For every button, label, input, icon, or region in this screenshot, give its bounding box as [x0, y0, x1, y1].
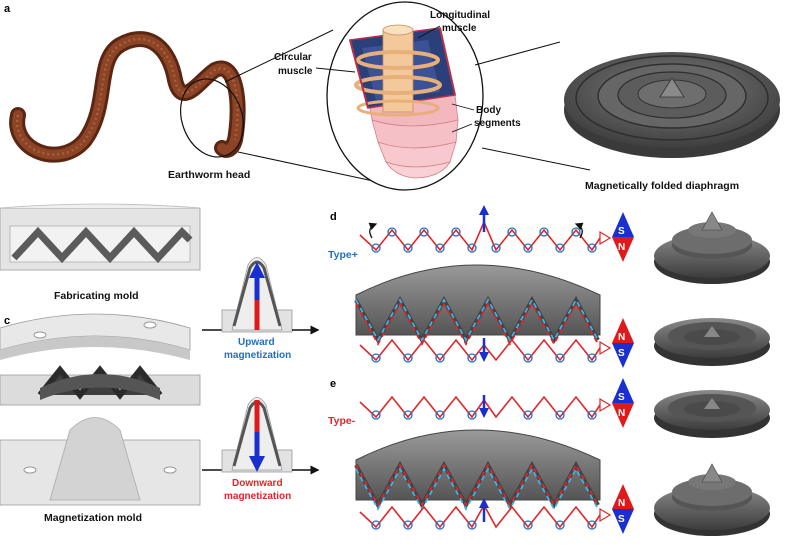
label-fabricating-mold: Fabricating mold: [54, 290, 139, 302]
diaphragm-state-raised-tall: [654, 211, 770, 284]
svg-text:S: S: [618, 392, 625, 403]
fabricating-mold-drawing: [0, 203, 201, 271]
svg-text:N: N: [618, 498, 625, 509]
zoom-line: [481, 147, 591, 171]
compass-needle-ns: N S: [612, 318, 634, 368]
panel-label-e: e: [330, 378, 336, 390]
label-downward: Downward: [232, 478, 283, 489]
panel-label-a: a: [4, 3, 11, 15]
pointer-line: [315, 67, 356, 73]
panel-label-c: c: [4, 315, 10, 327]
label-type-minus: Type-: [328, 415, 356, 427]
svg-text:N: N: [618, 332, 625, 343]
zigzag-profile-bottom-d: [359, 338, 612, 363]
label-body: Body: [476, 105, 501, 116]
magnetization-mold-drawing: [0, 313, 201, 506]
pointer-line: [451, 123, 473, 133]
diaphragm-state-raised-tall-2: [654, 463, 770, 536]
earthworm-photo: [9, 31, 246, 163]
label-body-2: segments: [474, 118, 521, 129]
muscle-illustration: [349, 24, 459, 179]
label-upward: Upward: [238, 337, 275, 348]
label-circular-2: muscle: [278, 66, 313, 77]
label-magnetization-mold: Magnetization mold: [44, 512, 142, 524]
zoom-line: [474, 41, 561, 66]
svg-text:S: S: [618, 226, 625, 237]
diaphragm-state-recessed-2: [654, 390, 770, 438]
label-longitudinal-2: muscle: [442, 23, 477, 34]
label-circular: Circular: [274, 52, 312, 63]
svg-text:N: N: [618, 408, 625, 419]
compass-needle-sn: S N: [612, 212, 634, 262]
zigzag-profile-bottom-e: [359, 498, 612, 530]
folded-bowl-e: [354, 429, 601, 511]
downward-magnetization-schematic: [202, 397, 320, 475]
zoom-line: [237, 151, 379, 183]
diaphragm-state-recessed: [654, 318, 770, 366]
zoom-line: [224, 29, 334, 83]
compass-needle-ns: N S: [612, 484, 634, 534]
folded-bowl-d: [354, 264, 601, 346]
head-highlight-ellipse: [180, 78, 244, 158]
svg-text:N: N: [618, 242, 625, 253]
panel-label-d: d: [330, 211, 337, 223]
diaphragm-render: [564, 52, 780, 158]
label-diaphragm: Magnetically folded diaphragm: [585, 180, 739, 192]
upward-magnetization-schematic: [202, 257, 320, 335]
pointer-line: [451, 103, 475, 111]
zigzag-profile-top-e: [359, 395, 612, 420]
svg-text:S: S: [618, 514, 625, 525]
pointer-line: [417, 25, 441, 39]
zigzag-profile-top: [359, 205, 612, 253]
compass-needle-sn: S N: [612, 378, 634, 428]
label-upward-2: magnetization: [224, 350, 291, 361]
label-type-plus: Type+: [328, 249, 358, 261]
label-longitudinal: Longitudinal: [430, 10, 490, 21]
svg-text:S: S: [618, 348, 625, 359]
label-earthworm-head: Earthworm head: [168, 169, 250, 181]
label-downward-2: magnetization: [224, 491, 291, 502]
